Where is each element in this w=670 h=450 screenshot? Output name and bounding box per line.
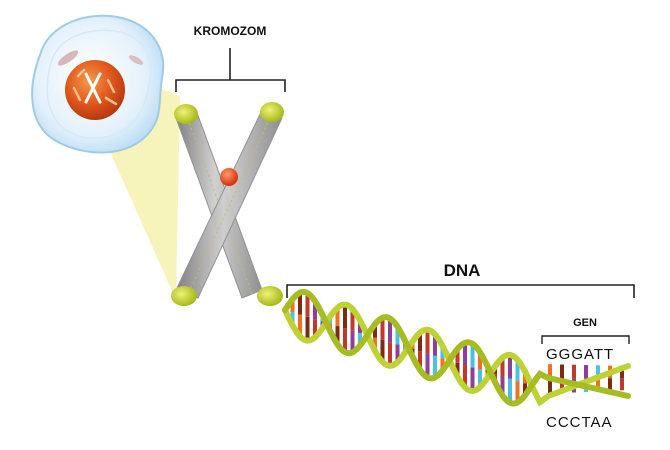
- cell: [31, 14, 165, 154]
- gene-bracket: [541, 335, 630, 344]
- dna-label: DNA: [444, 261, 481, 280]
- organelle: [128, 55, 144, 65]
- gene-sequence-bottom: CCCTAA: [546, 414, 613, 431]
- telomere-bottom-right: [257, 286, 283, 306]
- telomere-top-left: [174, 104, 198, 124]
- dna-bracket: [286, 284, 635, 298]
- dna-backbone-strand-b: [282, 289, 631, 407]
- chromosome-label: KROMOZOM: [194, 24, 267, 38]
- organelle: [57, 50, 79, 66]
- dna-double-helix: [282, 289, 631, 407]
- telomere-top-right: [260, 102, 284, 122]
- gene-label: GEN: [573, 317, 597, 329]
- centromere: [220, 168, 238, 186]
- gene-sequence-top: GGGATT: [546, 346, 614, 363]
- telomere-bottom-left: [171, 286, 197, 306]
- cell-inner-membrane: [46, 29, 152, 139]
- chromosome-bracket: [175, 48, 286, 92]
- nucleus-chromosomes: [72, 68, 118, 106]
- chromosome: [171, 102, 284, 306]
